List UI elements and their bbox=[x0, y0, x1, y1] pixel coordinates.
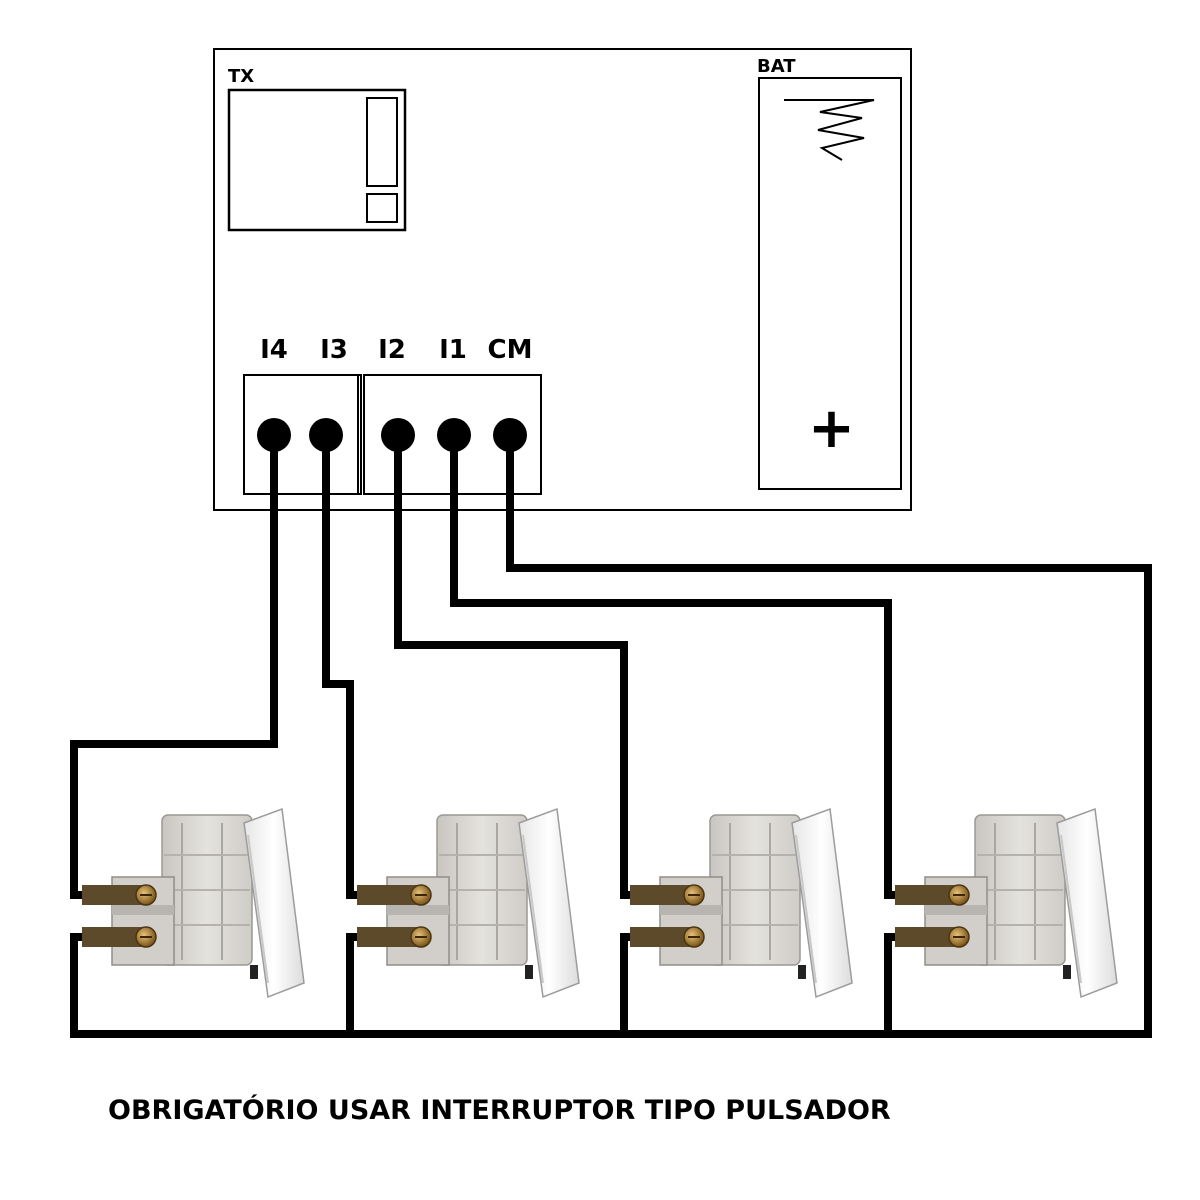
terminal-label-i2: I2 bbox=[378, 335, 406, 365]
bat-label: BAT bbox=[757, 56, 796, 77]
pushbutton-switch-3 bbox=[629, 808, 853, 998]
terminal-block-left bbox=[243, 374, 362, 495]
terminal-dot-i2 bbox=[381, 418, 415, 452]
battery-spring-icon bbox=[784, 99, 875, 161]
terminal-dot-i1 bbox=[437, 418, 471, 452]
terminal-dot-i4 bbox=[257, 418, 291, 452]
terminal-label-i1: I1 bbox=[439, 335, 467, 365]
pushbutton-switch-1 bbox=[81, 808, 305, 998]
tx-connector-pad bbox=[366, 193, 398, 223]
terminal-label-i3: I3 bbox=[320, 335, 348, 365]
terminal-dot-cm bbox=[493, 418, 527, 452]
pushbutton-switch-2 bbox=[356, 808, 580, 998]
tx-module bbox=[227, 88, 407, 232]
battery-plus-sign: + bbox=[808, 396, 855, 461]
wire-cm bbox=[506, 431, 1152, 1038]
terminal-dot-i3 bbox=[309, 418, 343, 452]
tx-label: TX bbox=[228, 66, 254, 87]
tx-connector-slot bbox=[366, 97, 398, 187]
mandatory-note: OBRIGATÓRIO USAR INTERRUPTOR TIPO PULSAD… bbox=[108, 1094, 891, 1126]
pushbutton-switch-4 bbox=[894, 808, 1118, 998]
battery-holder bbox=[758, 77, 902, 490]
terminal-label-i4: I4 bbox=[260, 335, 288, 365]
terminal-label-cm: CM bbox=[488, 335, 533, 365]
